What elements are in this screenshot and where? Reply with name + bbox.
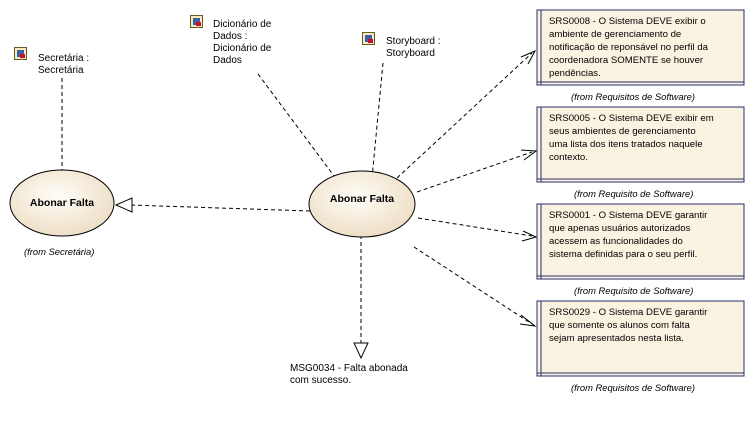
arrowhead bbox=[521, 230, 538, 242]
use-case-ellipse-center[interactable] bbox=[308, 170, 416, 238]
actor-label: Storyboard : Storyboard bbox=[386, 36, 441, 59]
actor-link-dicionario bbox=[257, 73, 338, 181]
arrowhead bbox=[519, 314, 537, 327]
requirement-text: SRS0008 - O Sistema DEVE exibir o ambien… bbox=[549, 16, 708, 79]
arrowhead bbox=[520, 49, 537, 65]
requirement-box[interactable] bbox=[536, 106, 745, 183]
actor-class-icon bbox=[190, 15, 203, 28]
requirement-from: (from Requisitos de Software) bbox=[571, 382, 696, 393]
requirement-box[interactable] bbox=[536, 203, 745, 280]
actor-label: Secretária : Secretária bbox=[38, 53, 90, 76]
generalization-arrowhead bbox=[114, 197, 133, 213]
use-case-from-left: (from Secretária) bbox=[24, 246, 95, 257]
extend-link bbox=[129, 204, 311, 212]
trace-link-srs0001 bbox=[417, 217, 533, 237]
arrowhead bbox=[520, 149, 538, 161]
actor-link-storyboard bbox=[371, 62, 384, 179]
requirement-from: (from Requisitos de Software) bbox=[571, 91, 696, 102]
requirement-from: (from Requisito de Software) bbox=[574, 285, 694, 296]
generalization-arrowhead bbox=[353, 342, 369, 360]
requirement-box[interactable] bbox=[536, 9, 745, 86]
trace-link-srs0008 bbox=[396, 52, 533, 179]
actor-label: Dicionário de Dados : Dicionário de Dado… bbox=[213, 19, 272, 66]
requirement-text: SRS0029 - O Sistema DEVE garantir que so… bbox=[549, 307, 708, 344]
requirement-box[interactable] bbox=[536, 300, 745, 377]
use-case-name-left: Abonar Falta bbox=[29, 197, 95, 209]
requirement-text: SRS0001 - O Sistema DEVE garantir que ap… bbox=[549, 210, 708, 260]
use-case-name-center: Abonar Falta bbox=[329, 193, 395, 205]
requirement-from: (from Requisito de Software) bbox=[574, 188, 694, 199]
requirement-text: SRS0005 - O Sistema DEVE exibir em seus … bbox=[549, 113, 714, 163]
trace-link-srs0029 bbox=[413, 246, 533, 325]
actor-class-icon bbox=[14, 47, 27, 60]
actor-class-icon bbox=[362, 32, 375, 45]
trace-link-srs0005 bbox=[416, 151, 533, 193]
use-case-ellipse-left[interactable] bbox=[9, 169, 115, 237]
message-text: MSG0034 - Falta abonada com sucesso. bbox=[290, 363, 408, 386]
